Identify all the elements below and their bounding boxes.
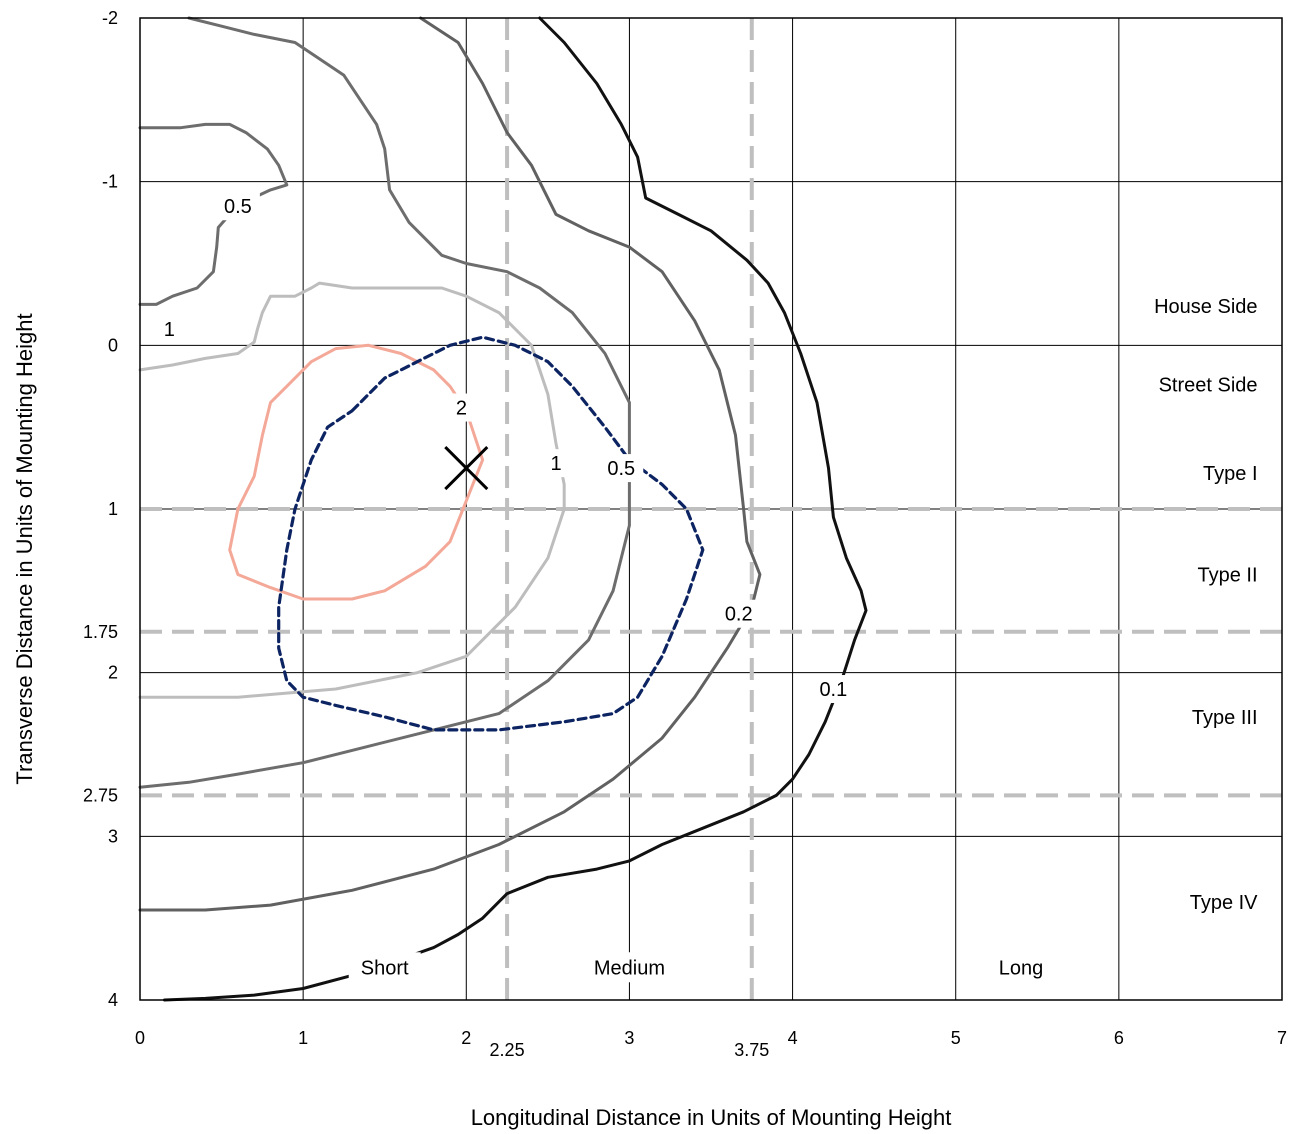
contour-label-1: 0.2 — [725, 604, 753, 626]
contour-5 — [228, 343, 485, 601]
region-label-4: Type III — [1192, 707, 1258, 729]
region-label-8: Long — [999, 957, 1044, 979]
luminaire-marker — [444, 446, 489, 491]
y-tick-label-5: 3 — [108, 826, 118, 846]
region-label-0: House Side — [1154, 296, 1257, 318]
y-tick-label-3: 1 — [108, 499, 118, 519]
y-tick-label-2: 0 — [108, 335, 118, 355]
region-label-7: Medium — [594, 957, 665, 979]
y-tick-label-1: -1 — [102, 172, 118, 192]
y-tick-label-4: 2 — [108, 663, 118, 683]
contour-label-bg-1 — [716, 599, 761, 628]
contour-label-bg-extra — [157, 314, 182, 341]
x-tick-label-5: 5 — [951, 1028, 961, 1048]
region-label-5: Type IV — [1190, 892, 1258, 914]
x-tick-label-3: 3 — [624, 1028, 634, 1048]
x-axis-title: Longitudinal Distance in Units of Mounti… — [471, 1105, 952, 1130]
region-label-3: Type II — [1197, 564, 1257, 586]
x-tick-label-4: 4 — [788, 1028, 798, 1048]
y-axis-title: Transverse Distance in Units of Mounting… — [12, 313, 37, 784]
marker-stroke-b — [444, 446, 489, 491]
region-label-bg-7 — [593, 952, 666, 983]
region-label-6: Short — [361, 957, 409, 979]
contour-label-bg-2 — [215, 192, 260, 221]
x-tick-label-1: 1 — [298, 1028, 308, 1048]
y-tick-extra-0: 1.75 — [83, 622, 118, 642]
x-tick-extra-0: 2.25 — [490, 1040, 525, 1060]
contour-label-bg-5 — [439, 393, 484, 422]
x-tick-extra-1: 3.75 — [734, 1040, 769, 1060]
contour-6 — [277, 335, 705, 732]
contour-4 — [138, 281, 566, 699]
x-tick-label-2: 2 — [461, 1028, 471, 1048]
y-tick-extra-1: 2.75 — [83, 785, 118, 805]
region-label-bg-8 — [984, 952, 1057, 983]
region-label-2: Type I — [1203, 463, 1257, 485]
contour-label-bg-0 — [811, 675, 856, 704]
contour-label-5: 2 — [456, 398, 467, 420]
contour-label-extra: 1 — [164, 319, 175, 341]
tick-labels: 0 1 2 3 4 5 6 7 2.25 3.75 -2 -1 0 1 2 3 4 1.75 2.75 — [83, 8, 1287, 1060]
x-tick-label-7: 7 — [1277, 1028, 1287, 1048]
plot-frame — [139, 17, 1283, 1001]
contour-label-2: 0.5 — [224, 196, 252, 218]
contour-label-bg-3 — [599, 454, 644, 483]
contour-label-0: 0.1 — [819, 679, 847, 701]
contour-label-3: 0.5 — [607, 458, 635, 480]
contour-1 — [138, 16, 762, 912]
contour-3 — [138, 16, 631, 789]
region-label-1: Street Side — [1159, 375, 1258, 397]
contour-label-4: 1 — [550, 453, 561, 475]
contour-labels: 0.1 0.2 0.5 0.5 1 2 1 — [157, 192, 856, 704]
x-tick-label-6: 6 — [1114, 1028, 1124, 1048]
contour-2 — [138, 122, 289, 306]
dashed-region-lines — [140, 18, 1282, 1000]
region-label-bg-6 — [348, 952, 421, 983]
y-tick-label-6: 4 — [108, 990, 118, 1010]
y-tick-label-0: -2 — [102, 8, 118, 28]
contour-label-bg-4 — [534, 449, 579, 478]
x-tick-label-0: 0 — [135, 1028, 145, 1048]
